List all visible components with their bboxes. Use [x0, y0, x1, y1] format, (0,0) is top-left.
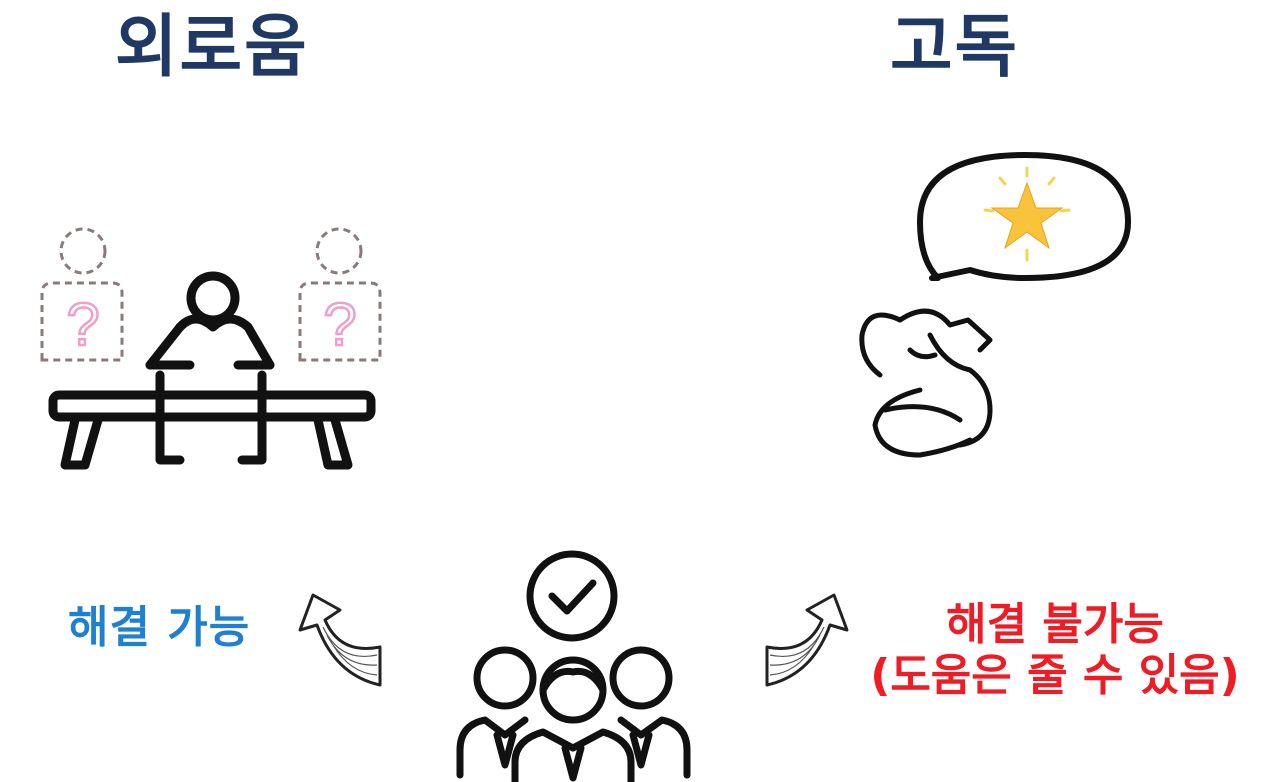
- star-icon: [983, 166, 1071, 262]
- possible-label: 해결 가능: [68, 602, 251, 653]
- group-check-icon: [456, 550, 691, 782]
- curved-arrow-right-icon: [765, 593, 849, 687]
- empty-seat-placeholder-left: ?: [40, 227, 124, 362]
- impossible-label: 해결 불가능 (도움은 줄 수 있음): [850, 599, 1260, 701]
- loneliness-title: 외로움: [115, 8, 309, 87]
- question-mark: ?: [66, 291, 99, 358]
- curved-arrow-left-icon: [298, 593, 382, 687]
- question-mark: ?: [323, 291, 356, 358]
- thought-bubble: [917, 152, 1131, 281]
- impossible-label-line1: 해결 불가능: [946, 599, 1164, 650]
- solitary-thinker-icon: [859, 152, 1131, 458]
- solitude-title: 고독: [890, 8, 1020, 87]
- empty-seat-placeholder-right: ?: [298, 227, 382, 362]
- impossible-label-line2: (도움은 줄 수 있음): [870, 649, 1240, 701]
- person-on-bench-icon: ? ?: [40, 227, 382, 470]
